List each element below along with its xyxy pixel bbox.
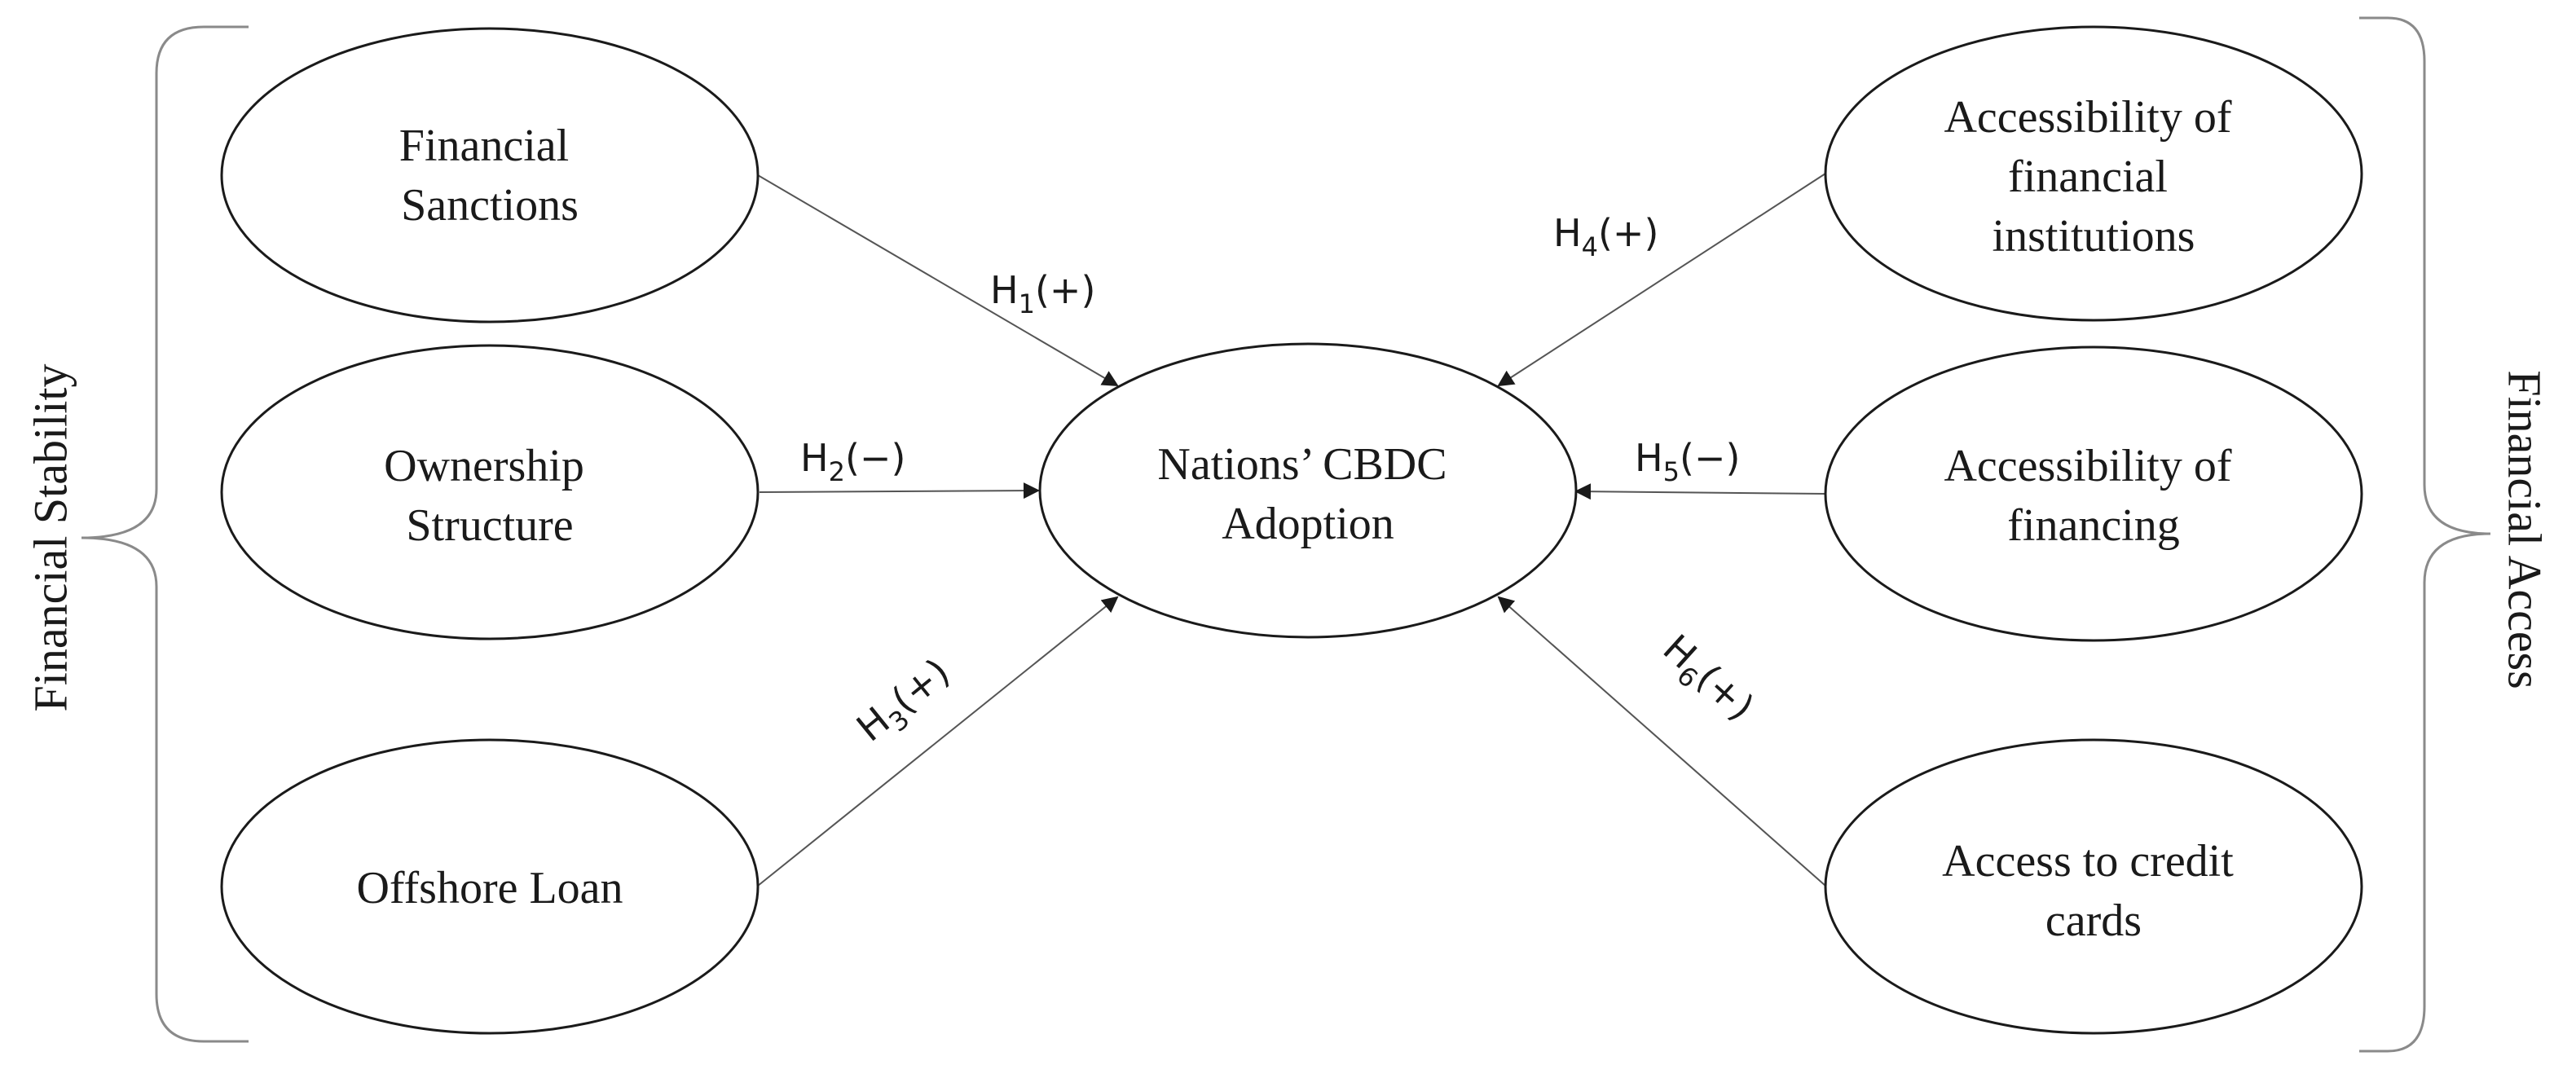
hypothesis-label-h6: H6(+): [1650, 626, 1763, 734]
node-accessibility-financing: Accessibility of financing: [1824, 345, 2363, 642]
svg-text:Nations’ CBDC Adoption: Nations’ CBDC Adoption: [1157, 439, 1458, 549]
financial-stability-bracket: [81, 25, 249, 1043]
node-line: cards: [2045, 896, 2142, 946]
arrow-h4: [1497, 173, 1826, 387]
node-line: Nations’ CBDC: [1157, 439, 1447, 490]
svg-text:Accessibility of financi: Accessibility of financial institutions: [1944, 92, 2243, 262]
hypothesis-label-h1: H1(+): [990, 268, 1095, 319]
arrow-h1: [757, 174, 1119, 387]
node-offshore-loan: Offshore Loan: [220, 738, 760, 1035]
hypothesis-label-h4: H4(+): [1553, 211, 1658, 262]
arrow-h5: [1574, 483, 1826, 500]
svg-text:Offshore Loan: Offshore Loan: [356, 863, 623, 913]
svg-text:Ownership Structure: Ownership Structure: [384, 441, 596, 551]
node-financial-sanctions: Financial Sanctions: [220, 27, 760, 323]
node-line: Sanctions: [401, 180, 579, 231]
node-line: Access to credit: [1942, 836, 2234, 887]
financial-access-bracket: [2359, 16, 2491, 1053]
node-line: Structure: [406, 500, 573, 551]
node-access-credit-cards: Access to credit cards: [1824, 738, 2363, 1035]
svg-text:Financial Sanctions: Financial Sanctions: [399, 121, 580, 231]
svg-text:Accessibility of financi: Accessibility of financing: [1944, 441, 2243, 551]
hypothesis-label-h3: H3(+): [848, 649, 962, 755]
node-line: Adoption: [1222, 499, 1394, 549]
node-ownership-structure: Ownership Structure: [220, 344, 760, 640]
node-line: institutions: [1993, 211, 2195, 262]
arrow-h2: [759, 482, 1040, 499]
node-line: Accessibility of: [1944, 92, 2231, 143]
financial-stability-label: Financial Stability: [24, 364, 77, 712]
hypothesis-label-h5: H5(−): [1635, 436, 1740, 487]
node-line: financial: [2008, 152, 2168, 202]
hypothesis-label-h2: H2(−): [800, 436, 905, 487]
node-line: Offshore Loan: [356, 863, 623, 913]
arrow-h6: [1497, 596, 1826, 887]
financial-access-label: Financial Access: [2499, 370, 2552, 689]
node-line: Ownership: [384, 441, 584, 491]
arrow-h3: [757, 596, 1119, 887]
node-line: financing: [2007, 500, 2179, 551]
node-nations-cbdc-adoption: Nations’ CBDC Adoption: [1038, 342, 1578, 639]
node-line: Financial: [399, 121, 569, 171]
svg-text:Access to credit cards: Access to credit cards: [1942, 836, 2245, 946]
node-accessibility-financial-institutions: Accessibility of financial institutions: [1824, 25, 2363, 322]
node-line: Accessibility of: [1944, 441, 2231, 491]
